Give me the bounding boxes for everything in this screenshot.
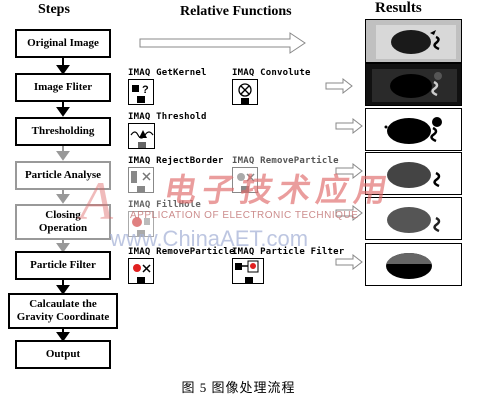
remove-particle-icon <box>237 173 255 192</box>
arrowhead-1-2 <box>56 65 70 75</box>
result-filtered-particle-image <box>386 253 432 279</box>
get-kernel-icon: ? <box>132 84 149 103</box>
result-closing-image <box>387 207 441 233</box>
result-filtered-image <box>372 69 457 102</box>
figure-caption: 图 5 图像处理流程 <box>181 380 296 395</box>
threshold-icon <box>130 130 154 148</box>
results-header: Results <box>375 0 422 16</box>
particle-filter-icon <box>235 260 259 283</box>
result-thresholded <box>365 108 462 151</box>
remove-particle-icon <box>133 264 151 283</box>
step-thresholding: Thresholding <box>15 117 111 146</box>
svg-text:?: ? <box>142 84 149 96</box>
fill-hole-icon <box>132 217 150 236</box>
step-output: Output <box>15 340 111 369</box>
step-particle-analyse: Particle Analyse <box>15 161 111 190</box>
step-image-filter: Image Fliter <box>15 73 111 102</box>
result-particle-analysis <box>365 152 462 195</box>
arrowhead-2-3 <box>56 107 70 117</box>
functions-header: Relative Functions <box>180 4 292 19</box>
result-particle-image <box>387 162 441 188</box>
result-original <box>365 19 462 63</box>
result-filtered <box>365 63 462 106</box>
reject-border-icon <box>131 171 151 192</box>
convolute-icon <box>238 83 252 104</box>
result-thresholded-image <box>370 113 459 148</box>
long-arrow <box>139 32 306 54</box>
step-original-image: Original Image <box>15 29 111 58</box>
result-closing <box>365 197 462 240</box>
step-particle-filter: Particle Filter <box>15 251 111 280</box>
result-original-image <box>376 25 456 59</box>
steps-header: Steps <box>38 2 70 17</box>
result-particle-filter <box>365 243 462 286</box>
